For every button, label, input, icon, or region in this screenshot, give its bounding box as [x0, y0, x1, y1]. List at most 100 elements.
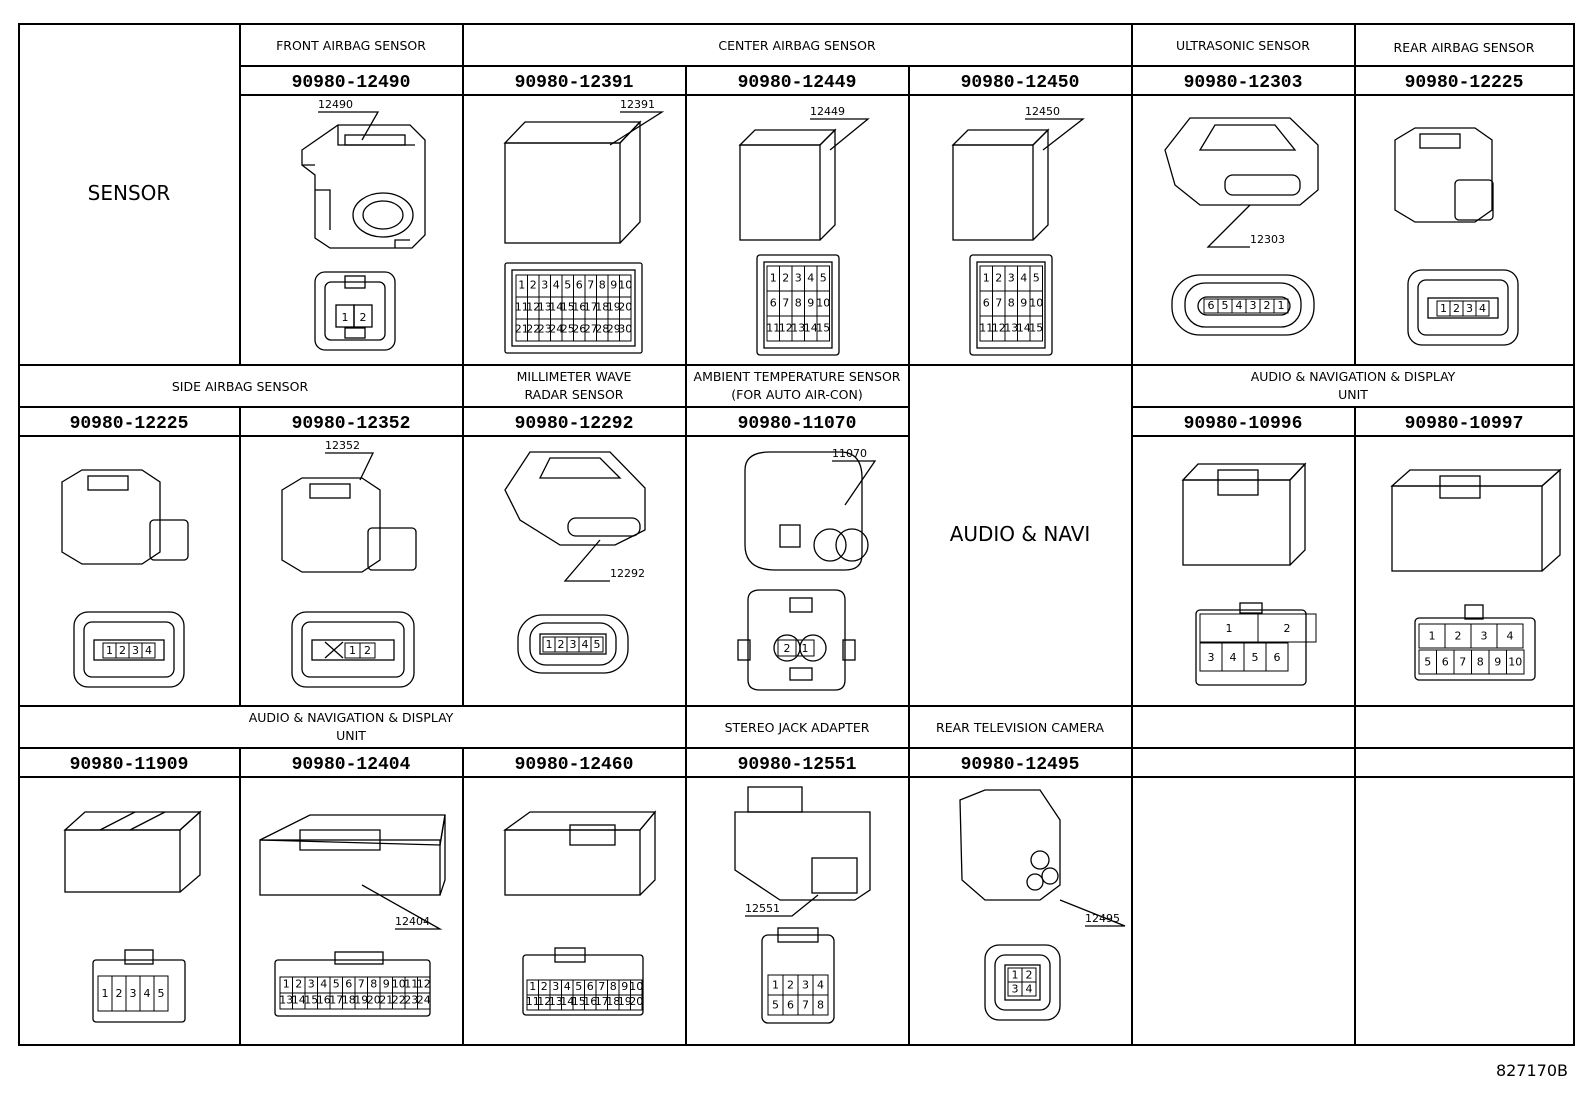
- group-audio-nav-unit-a-line1: AUDIO & NAVIGATION & DISPLAY: [1251, 369, 1456, 384]
- part-number: 90980-12292: [515, 414, 634, 434]
- sensor-label: SENSOR: [88, 181, 171, 205]
- pin-label: 9: [1494, 656, 1501, 669]
- group-ambient-temp-line1: AMBIENT TEMPERATURE SENSOR: [694, 369, 901, 384]
- pin-label: 6: [1274, 651, 1281, 664]
- pin-label: 7: [782, 297, 789, 310]
- pin-cell: [619, 318, 632, 342]
- pin-cell: [1257, 613, 1317, 643]
- pin-label: 1: [983, 272, 990, 285]
- pin-label: 30: [618, 323, 632, 336]
- callout-label: 12391: [620, 98, 655, 111]
- pin-label: 18: [595, 301, 609, 314]
- pin-label: 13: [538, 301, 552, 314]
- pin-label: 18: [606, 995, 620, 1008]
- connector-11909: [63, 810, 202, 1023]
- pin-label: 4: [320, 977, 327, 990]
- pin-label: 15: [572, 995, 586, 1008]
- pin-label: 6: [787, 999, 794, 1012]
- group-ultrasonic-sensor: ULTRASONIC SENSOR: [1176, 38, 1310, 53]
- pin-label: 8: [1008, 297, 1015, 310]
- part-number: 90980-12490: [292, 73, 411, 93]
- pin-label: 2: [1453, 302, 1460, 315]
- pin-label: 2: [1284, 622, 1291, 635]
- pin-label: 8: [795, 297, 802, 310]
- pin-label: 10: [618, 279, 632, 292]
- pin-label: 7: [995, 297, 1002, 310]
- pin-label: 2: [558, 638, 565, 651]
- pin-label: 11: [404, 977, 418, 990]
- pin-label: 14: [804, 322, 818, 335]
- pin-label: 5: [1252, 651, 1259, 664]
- pin-label: 6: [587, 980, 594, 993]
- callout-label: 12303: [1250, 233, 1285, 246]
- pin-label: 4: [144, 987, 151, 1000]
- pin-label: 22: [526, 323, 540, 336]
- pin-label: 1: [106, 644, 113, 657]
- pin-label: 1: [342, 311, 349, 324]
- pin-label: 16: [317, 993, 331, 1006]
- connector-12490: [301, 124, 426, 351]
- part-number: 90980-12352: [292, 414, 411, 434]
- pin-label: 11: [766, 322, 780, 335]
- pin-label: 2: [784, 642, 791, 655]
- callout-label: 12404: [395, 915, 430, 928]
- pin-label: 9: [1020, 297, 1027, 310]
- pin-label: 2: [116, 987, 123, 1000]
- pin-label: 3: [1008, 272, 1015, 285]
- pin-label: 2: [295, 977, 302, 990]
- pin-label: 12: [992, 322, 1006, 335]
- pin-label: 10: [629, 980, 643, 993]
- pin-label: 10: [1508, 656, 1522, 669]
- pin-label: 3: [1481, 630, 1488, 643]
- pin-label: 7: [802, 999, 809, 1012]
- pin-label: 5: [333, 977, 340, 990]
- pin-label: 29: [607, 323, 621, 336]
- callouts: 12490 12391 12449 12450 12303 12352 1229…: [318, 98, 1285, 928]
- pin-label: 3: [570, 638, 577, 651]
- connector-12449: [738, 128, 840, 356]
- group-center-airbag-sensor: CENTER AIRBAG SENSOR: [718, 38, 876, 53]
- pin-label: 4: [564, 980, 571, 993]
- connector-12352: [281, 477, 417, 688]
- pin-label: 7: [598, 980, 605, 993]
- pin-label: 22: [392, 993, 406, 1006]
- connector-12292: [504, 451, 646, 674]
- pin-label: 6: [770, 297, 777, 310]
- connector-12551: [734, 786, 871, 1024]
- pin-cell: [590, 636, 604, 653]
- pin-label: 8: [1477, 656, 1484, 669]
- pin-label: 2: [1026, 969, 1033, 982]
- pin-label: 3: [795, 272, 802, 285]
- pin-label: 4: [1020, 272, 1027, 285]
- pin-label: 13: [549, 995, 563, 1008]
- pin-label: 15: [304, 993, 318, 1006]
- pin-label: 13: [791, 322, 805, 335]
- pin-label: 5: [772, 999, 779, 1012]
- pin-label: 6: [983, 297, 990, 310]
- group-millimeter-wave-line1: MILLIMETER WAVE: [517, 369, 632, 384]
- part-number: 90980-12551: [738, 755, 857, 775]
- pin-label: 7: [587, 279, 594, 292]
- pin-cell: [1506, 649, 1525, 675]
- pin-label: 5: [575, 980, 582, 993]
- pin-label: 12: [537, 995, 551, 1008]
- pin-label: 10: [392, 977, 406, 990]
- pin-label: 1: [283, 977, 290, 990]
- pin-label: 5: [564, 279, 571, 292]
- pin-label: 15: [1029, 322, 1043, 335]
- part-number: 90980-12225: [70, 414, 189, 434]
- pin-cell: [812, 994, 829, 1016]
- pin-label: 6: [1208, 299, 1215, 312]
- pin-cell: [1273, 298, 1289, 314]
- pin-label: 17: [584, 301, 598, 314]
- pin-label: 26: [572, 323, 586, 336]
- pin-label: 3: [552, 980, 559, 993]
- connector-12225-rear: [1394, 127, 1519, 346]
- part-number: 90980-12495: [961, 755, 1080, 775]
- pin-label: 12: [779, 322, 793, 335]
